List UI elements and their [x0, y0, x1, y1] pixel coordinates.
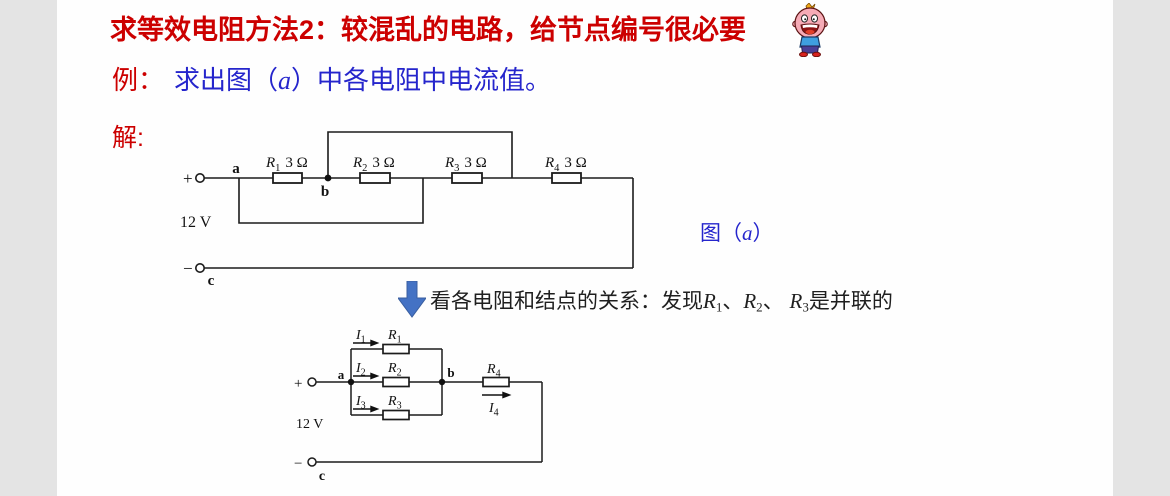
current-i4-label: I4: [488, 401, 499, 419]
node-b-label: b: [321, 184, 329, 200]
circuit-b-diagram: + − 12 V a b c I1 I2 I3 I4 R1 R2 R3 R4: [294, 328, 543, 484]
minus-sign: −: [294, 456, 302, 472]
circuit-b-resistor-boxes: [382, 343, 510, 421]
node-b-dot: [438, 378, 446, 386]
resistor-r4-box: [482, 376, 510, 388]
resistor-r3-box: [382, 409, 410, 421]
resistor-r1-box: [382, 343, 410, 355]
node-c-label: c: [319, 469, 325, 484]
example-text-pre: 求出图（: [174, 65, 279, 95]
plus-sign: +: [294, 376, 302, 392]
example-line: 例： 求出图（a）中各电阻中电流值。: [112, 60, 551, 97]
example-label: 例：: [112, 65, 165, 95]
resistor-r1-box: [272, 172, 303, 184]
minus-sign: −: [183, 259, 193, 278]
figure-a-caption: 图（a）: [700, 221, 774, 245]
circuit-a-resistor-boxes: [272, 172, 582, 184]
resistor-r1-label: R1: [387, 328, 402, 346]
resistor-r3-label: R3: [387, 394, 402, 412]
minus-terminal-circle: [194, 263, 205, 274]
resistor-r2-label: R2: [387, 361, 402, 379]
current-arrows: [353, 339, 512, 413]
circuit-a-wires: [194, 131, 634, 274]
note-text: 看各电阻和结点的关系：发现R1、R2、 R3是并联的: [430, 289, 893, 315]
voltage-label: 12 V: [180, 214, 212, 231]
resistor-r2-box: [359, 172, 391, 184]
minus-terminal-circle: [307, 457, 317, 467]
example-text-post: ）中各电阻中电流值。: [291, 65, 552, 95]
current-i2-label: I2: [355, 361, 366, 379]
resistor-r2-box: [382, 376, 410, 388]
down-arrow-icon: [398, 281, 426, 318]
example-var-a: a: [278, 66, 292, 95]
resistor-r3-box: [451, 172, 483, 184]
solution-label: 解:: [112, 124, 144, 152]
node-b-dot: [324, 174, 332, 182]
node-c-label: c: [208, 273, 215, 289]
slide-background: [57, 0, 1113, 496]
slide-title: 求等效电阻方法2：较混乱的电路，给节点编号很必要: [110, 15, 747, 45]
node-a-label: a: [232, 161, 240, 177]
current-i1-label: I1: [355, 328, 366, 346]
node-a-label: a: [338, 367, 345, 382]
voltage-label: 12 V: [296, 417, 323, 432]
plus-sign: +: [183, 169, 193, 188]
cartoon-boy-icon: [792, 3, 828, 57]
node-b-label: b: [447, 365, 454, 380]
plus-terminal-circle: [307, 377, 317, 387]
plus-terminal-circle: [194, 172, 205, 183]
resistor-r4-box: [551, 172, 582, 184]
resistor-r4-label: R4: [486, 362, 501, 380]
current-i3-label: I3: [355, 394, 366, 412]
node-a-dot: [347, 378, 355, 386]
